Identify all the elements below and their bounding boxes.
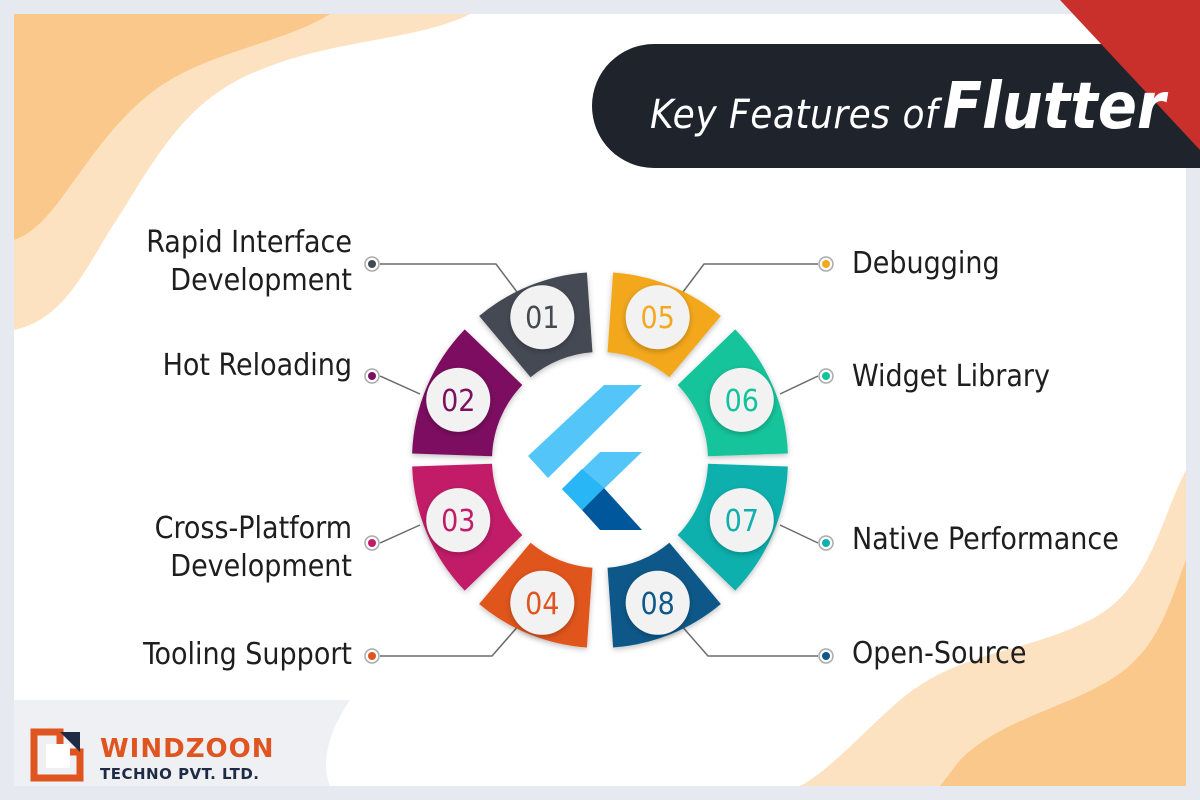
feature-label-03-line2: Development (170, 549, 352, 584)
feature-number-badge-05 (625, 285, 690, 350)
feature-number-01: 01 (525, 301, 559, 336)
feature-label-08: Open-Source (852, 635, 1172, 673)
connector-dot-inner-06 (822, 372, 830, 380)
connector-line-07 (779, 524, 819, 544)
feature-number-03: 03 (441, 504, 475, 539)
connector-line-03 (379, 524, 421, 544)
feature-number-06: 06 (725, 384, 759, 419)
connector-line-02 (379, 375, 421, 395)
brand-name: WINDZOON (100, 734, 275, 764)
feature-label-01: Rapid Interface Development (140, 224, 352, 300)
connector-dot-inner-04 (368, 652, 376, 660)
feature-number-badge-04 (510, 570, 575, 635)
feature-label-01-line2: Development (170, 263, 352, 298)
feature-label-07: Native Performance (852, 521, 1182, 559)
connector-line-08 (679, 623, 818, 657)
feature-number-07: 07 (725, 504, 759, 539)
feature-number-badge-08 (625, 570, 690, 635)
feature-number-badge-01 (510, 285, 575, 350)
feature-label-08-line1: Open-Source (852, 636, 1027, 671)
connector-line-01 (380, 263, 521, 297)
connector-dot-inner-05 (822, 260, 830, 268)
connector-dot-inner-02 (368, 372, 376, 380)
page-title: Key Features of Flutter (650, 62, 1165, 152)
flutter-logo-icon (528, 385, 642, 530)
feature-number-08: 08 (641, 587, 675, 622)
feature-label-06: Widget Library (852, 358, 1172, 396)
feature-label-05-line1: Debugging (852, 246, 1000, 281)
connector-dot-inner-08 (822, 652, 830, 660)
feature-number-badge-06 (709, 367, 774, 432)
feature-label-07-line1: Native Performance (852, 522, 1119, 557)
brand-subtitle: TECHNO PVT. LTD. (100, 765, 260, 783)
feature-number-05: 05 (641, 301, 675, 336)
feature-label-01-line1: Rapid Interface (146, 225, 352, 260)
windzoon-logo-icon (30, 728, 84, 782)
feature-number-02: 02 (441, 384, 475, 419)
title-part-1: Key Features of (650, 92, 939, 138)
feature-label-04-line1: Tooling Support (143, 637, 352, 672)
title-part-2: Flutter (942, 70, 1166, 144)
feature-number-badge-03 (426, 488, 491, 553)
feature-label-02: Hot Reloading (140, 347, 352, 385)
connector-dot-inner-07 (822, 539, 830, 547)
feature-label-04: Tooling Support (130, 636, 352, 674)
feature-number-04: 04 (525, 587, 559, 622)
feature-label-06-line1: Widget Library (852, 359, 1050, 394)
corner-accent (1060, 0, 1200, 150)
connector-line-05 (679, 263, 818, 297)
feature-number-badge-07 (709, 488, 774, 553)
feature-label-05: Debugging (852, 245, 1172, 283)
connector-dot-inner-01 (368, 260, 376, 268)
connector-line-04 (380, 623, 521, 657)
feature-label-02-line1: Hot Reloading (162, 348, 352, 383)
feature-number-badge-02 (426, 367, 491, 432)
feature-label-03-line1: Cross-Platform (154, 511, 352, 546)
connector-line-06 (779, 375, 819, 395)
title-banner (592, 44, 1200, 168)
connector-dot-inner-03 (368, 539, 376, 547)
feature-label-03: Cross-Platform Development (140, 510, 352, 586)
